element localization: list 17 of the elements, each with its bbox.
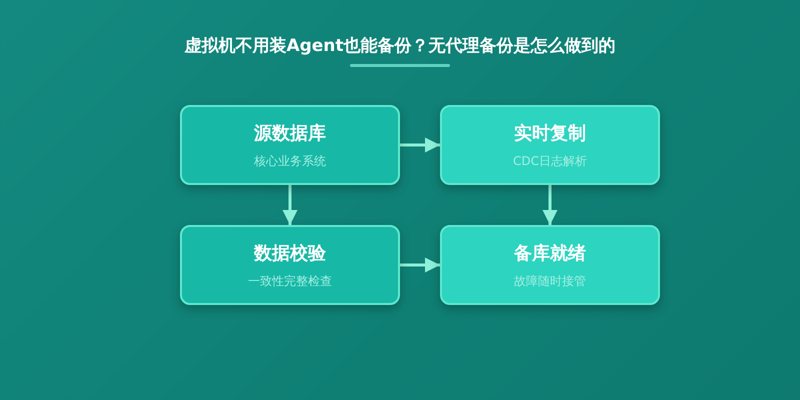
arrow (542, 185, 558, 225)
step-description: CDC日志解析 (513, 152, 587, 170)
step-title: 备库就绪 (514, 242, 586, 264)
step-title: 实时复制 (514, 122, 586, 144)
step-title: 源数据库 (254, 122, 326, 144)
process-box (180, 105, 400, 185)
arrow (400, 138, 440, 152)
arrow (282, 185, 298, 225)
step-description: 核心业务系统 (254, 152, 326, 170)
step-title: 数据校验 (254, 242, 326, 264)
step-description: 故障随时接管 (514, 272, 586, 290)
step-description: 一致性完整检查 (248, 272, 332, 290)
process-box (440, 225, 660, 305)
arrow (400, 258, 440, 272)
process-box (180, 225, 400, 305)
title: 虚拟机不用装Agent也能备份？无代理备份是怎么做到的 (183, 35, 617, 57)
process-box (440, 105, 660, 185)
